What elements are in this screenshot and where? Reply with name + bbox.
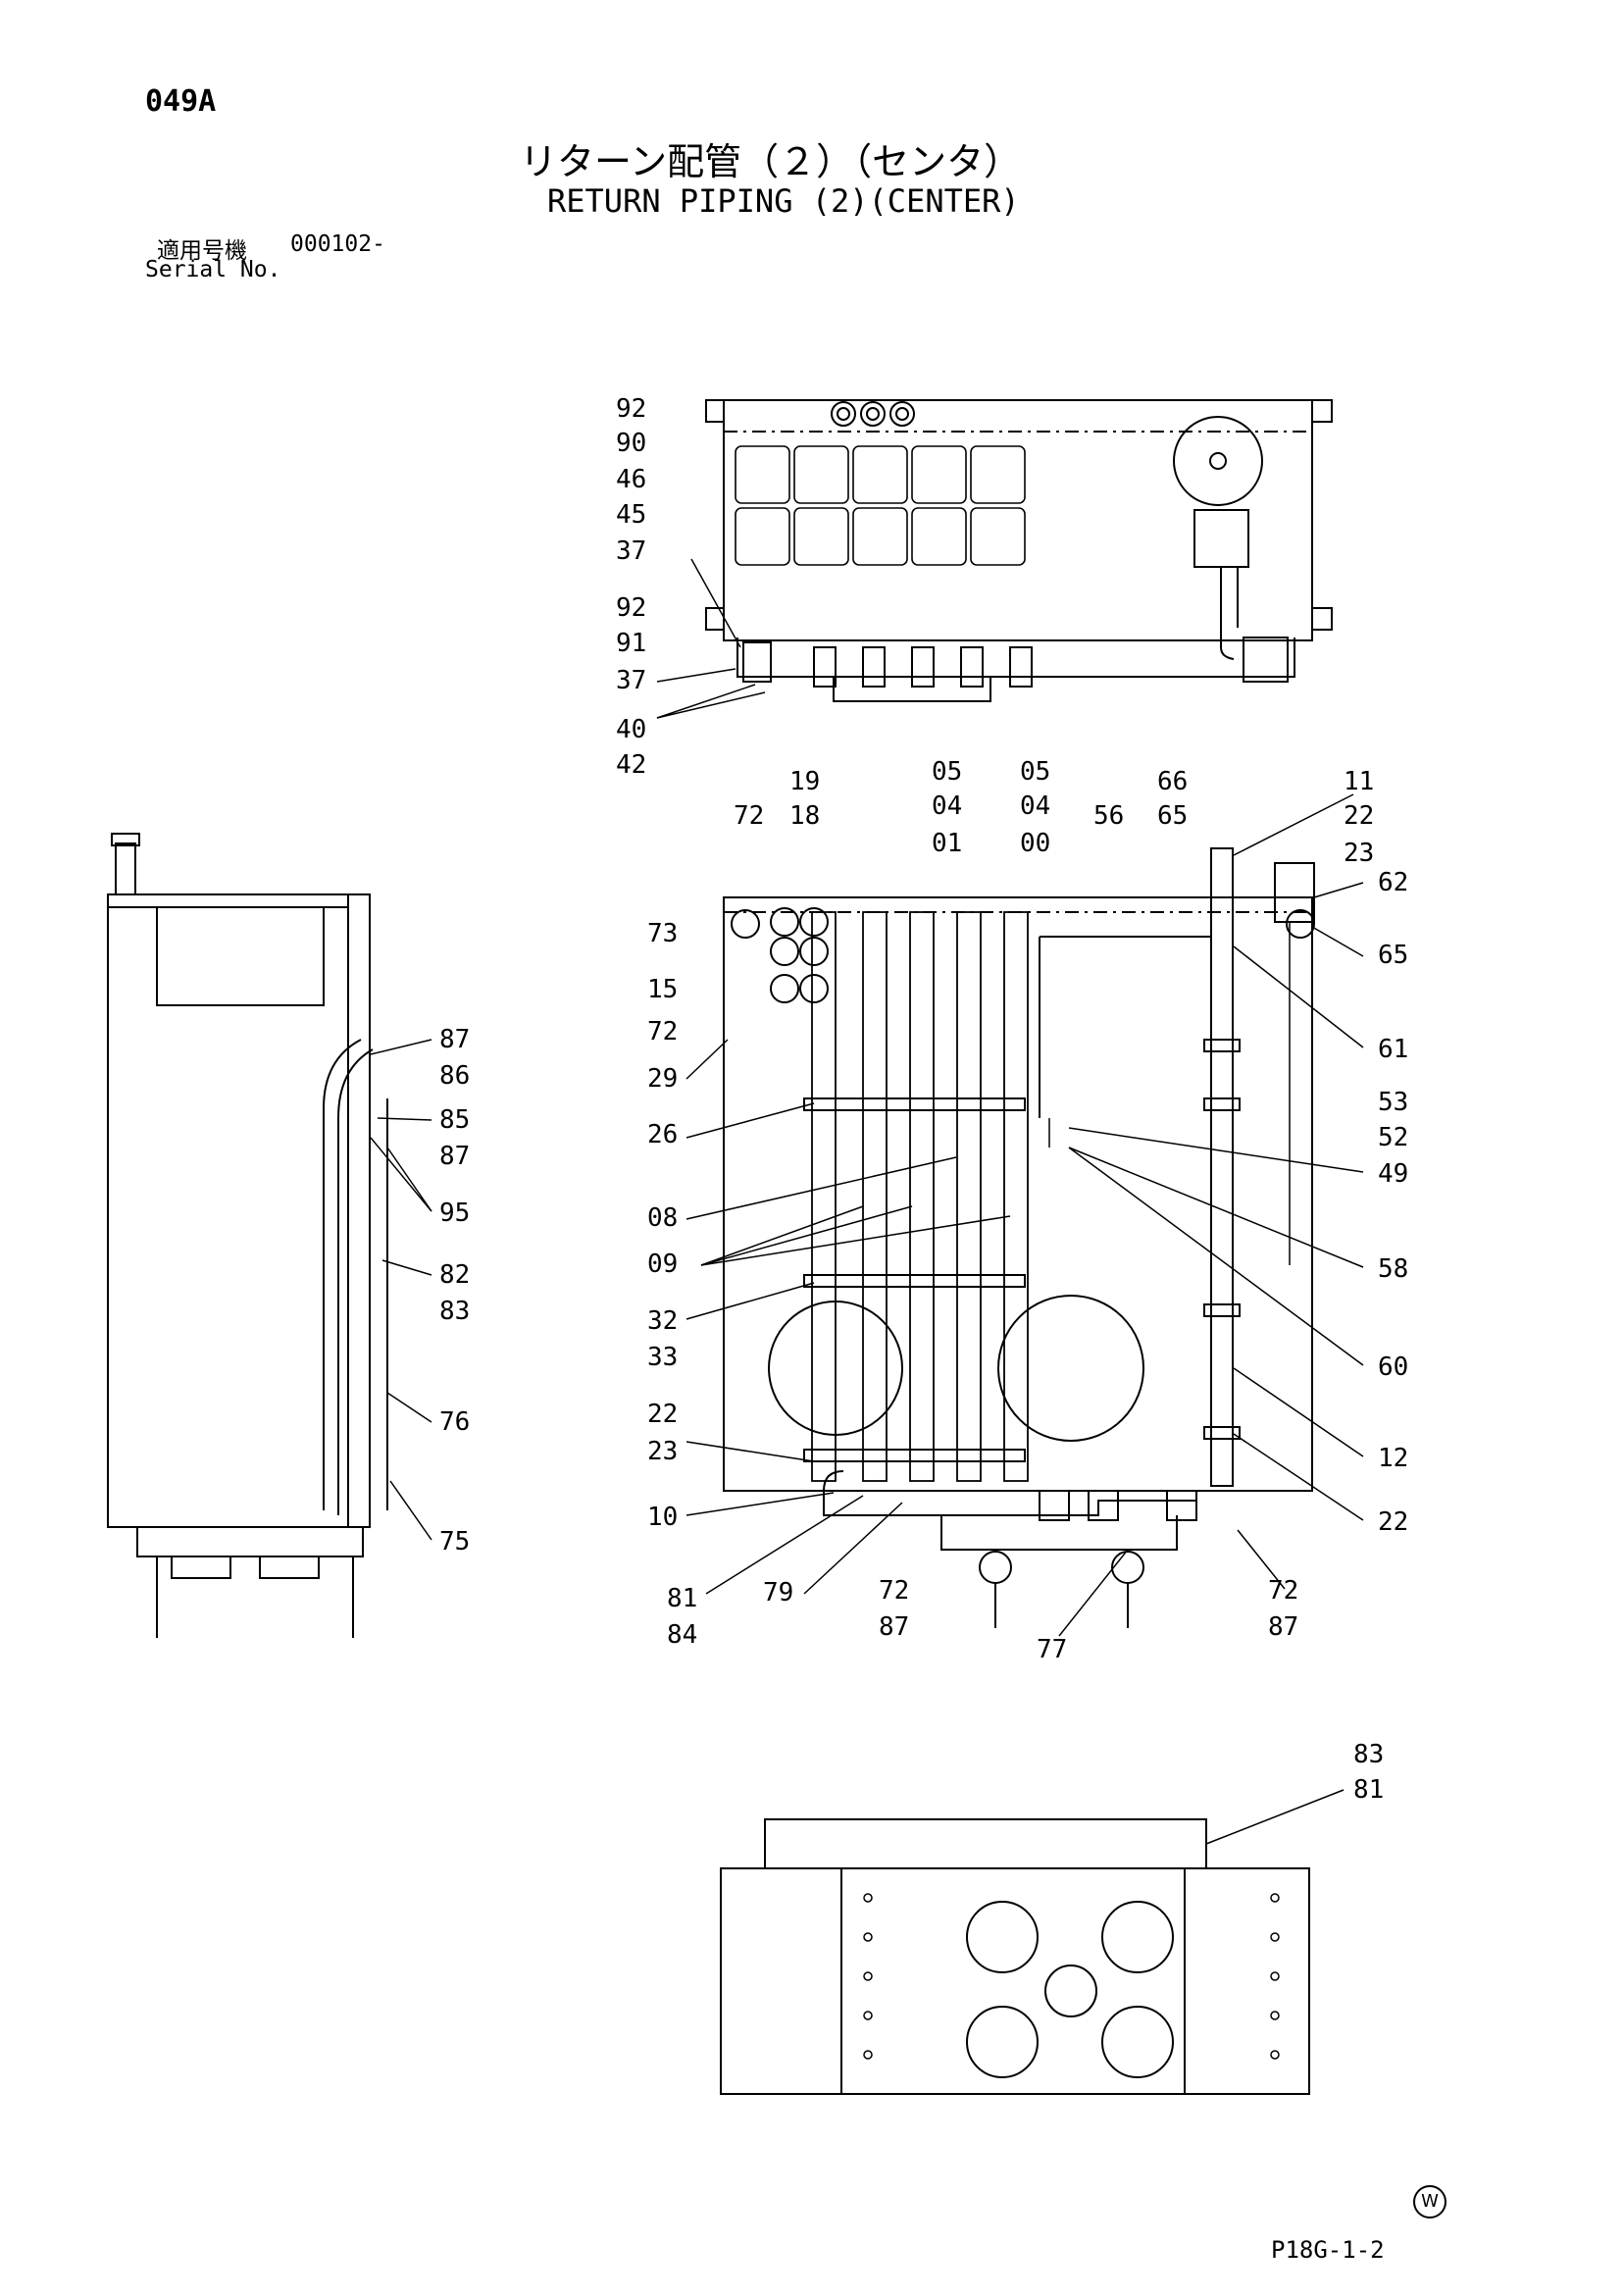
callout-87-side-b: 87 [439, 1142, 470, 1171]
callout-85: 85 [439, 1105, 470, 1135]
page-title-en: RETURN PIPING (2)(CENTER) [547, 182, 1020, 220]
callout-12: 12 [1378, 1444, 1408, 1473]
callout-72-bottom: 72 [879, 1576, 909, 1606]
callout-23-left: 23 [647, 1437, 678, 1466]
callout-26: 26 [647, 1120, 678, 1149]
callout-11: 11 [1344, 767, 1374, 796]
callout-83-bottom: 83 [1353, 1740, 1384, 1769]
callout-49: 49 [1378, 1159, 1408, 1189]
callout-87-bottom: 87 [879, 1612, 909, 1642]
page-code: 049A [145, 84, 217, 119]
callout-29: 29 [647, 1064, 678, 1094]
callout-72-right: 72 [1268, 1576, 1298, 1606]
callout-84: 84 [667, 1620, 697, 1650]
callout-90: 90 [616, 429, 646, 458]
callout-32: 32 [647, 1306, 678, 1336]
callout-05a: 05 [932, 757, 962, 787]
callouts-bottom-view: 83 81 [1353, 1740, 1384, 1805]
callout-87-side-a: 87 [439, 1025, 470, 1054]
callout-37b: 37 [616, 666, 646, 695]
callouts-main-right: 53 52 49 58 60 12 22 [1378, 1088, 1408, 1537]
callout-08: 08 [647, 1203, 678, 1233]
callout-72-left: 72 [647, 1017, 678, 1046]
callouts-main-top: 19 18 72 05 04 01 05 04 00 56 66 65 11 2… [734, 757, 1408, 1064]
callout-45: 45 [616, 500, 646, 530]
callout-22-right: 22 [1378, 1507, 1408, 1537]
callout-62: 62 [1378, 868, 1408, 897]
page-ref: P18G-1-2 [1271, 2236, 1385, 2264]
callout-61: 61 [1378, 1035, 1408, 1064]
callout-65b: 65 [1378, 941, 1408, 970]
callout-33: 33 [647, 1343, 678, 1372]
clamp-bands [803, 1097, 1026, 1462]
callout-92a: 92 [616, 394, 646, 424]
callout-18: 18 [789, 801, 820, 831]
top-view-panels [735, 445, 1026, 566]
callout-37a: 37 [616, 536, 646, 566]
side-view-drawing [107, 833, 388, 1638]
top-view-drawing [705, 399, 1333, 702]
callout-15: 15 [647, 975, 678, 1004]
top-view-leaders [656, 558, 766, 719]
callout-86: 86 [439, 1061, 470, 1091]
callout-82: 82 [439, 1260, 470, 1290]
callout-56: 56 [1093, 801, 1124, 831]
callout-87-right: 87 [1268, 1612, 1298, 1642]
callout-79: 79 [763, 1578, 793, 1607]
callout-81-main: 81 [667, 1584, 697, 1613]
serial-label-en: Serial No. [145, 257, 281, 282]
callout-00: 00 [1020, 829, 1050, 858]
callout-46: 46 [616, 465, 646, 494]
callout-04a: 04 [932, 791, 962, 821]
callout-77: 77 [1037, 1635, 1067, 1664]
callout-83-side: 83 [439, 1297, 470, 1326]
callout-22-top: 22 [1344, 801, 1374, 831]
leader-lines [370, 793, 1364, 1845]
callout-01: 01 [932, 829, 962, 858]
callout-53: 53 [1378, 1088, 1408, 1117]
callout-92b: 92 [616, 593, 646, 623]
serial-label-jp: 適用号機 [157, 238, 247, 264]
callout-04b: 04 [1020, 791, 1050, 821]
callout-72-top: 72 [734, 801, 764, 831]
serial-value: 000102- [290, 231, 385, 257]
w-mark: W [1413, 2185, 1446, 2219]
callout-91: 91 [616, 629, 646, 658]
callouts-side-view: 87 86 85 87 95 82 83 76 75 [439, 1025, 470, 1556]
callout-73: 73 [647, 919, 678, 948]
callout-09: 09 [647, 1250, 678, 1279]
callout-52: 52 [1378, 1123, 1408, 1152]
vertical-pipes [811, 911, 1029, 1482]
page-title-jp: リターン配管（２）（センタ） [520, 140, 1022, 183]
callout-19: 19 [789, 767, 820, 796]
callout-22-left: 22 [647, 1400, 678, 1429]
callout-75: 75 [439, 1527, 470, 1556]
main-view-drawing [723, 847, 1315, 1628]
callout-05b: 05 [1020, 757, 1050, 787]
callout-65a: 65 [1157, 801, 1188, 831]
bottom-view-drawing [720, 1818, 1310, 2095]
callout-76: 76 [439, 1407, 470, 1437]
callout-60: 60 [1378, 1352, 1408, 1382]
callout-81-bottom: 81 [1353, 1775, 1384, 1805]
callout-10: 10 [647, 1503, 678, 1532]
callout-40: 40 [616, 715, 646, 744]
callout-66: 66 [1157, 767, 1188, 796]
callout-95: 95 [439, 1199, 470, 1228]
callout-42: 42 [616, 750, 646, 780]
callouts-main-left: 73 15 72 29 26 08 09 32 33 22 23 10 81 8… [647, 919, 1298, 1664]
callouts-top-view: 92 90 46 45 37 92 91 37 40 42 [616, 394, 646, 780]
callout-58: 58 [1378, 1254, 1408, 1284]
side-bolt-holes [863, 1893, 1280, 2060]
callout-23-top: 23 [1344, 839, 1374, 868]
